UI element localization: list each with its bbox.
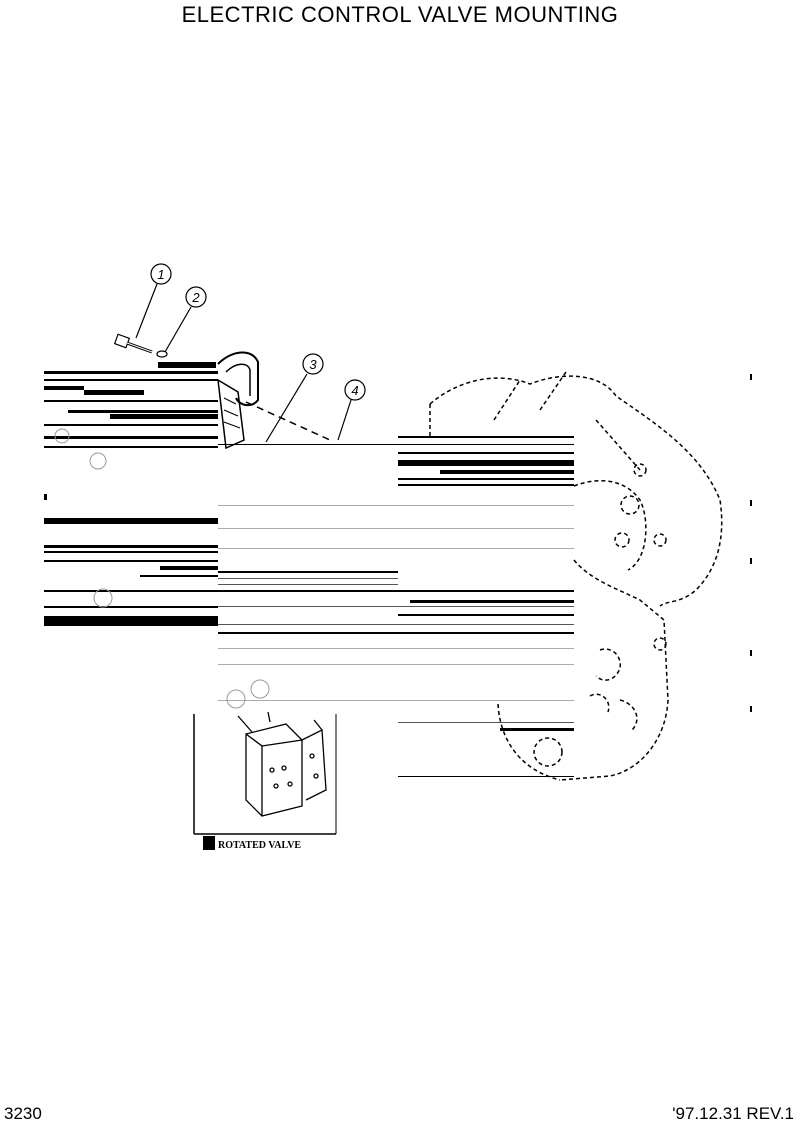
washer-part (156, 350, 168, 358)
rotated-valve-inset: ROTATED VALVE (193, 711, 337, 851)
callout-2-label: 2 (191, 290, 200, 305)
housing-bolt-holes (750, 374, 752, 712)
callout-4-label: 4 (351, 383, 358, 398)
callout-1[interactable]: 1 (135, 263, 172, 339)
transmission-housing (429, 371, 723, 781)
valve-stack-section (44, 371, 218, 626)
manifold-section (218, 436, 574, 709)
callout-1-label: 1 (157, 267, 164, 282)
callout-3-label: 3 (309, 357, 317, 372)
inset-caption: ROTATED VALVE (218, 840, 301, 851)
control-valve-assembly (158, 351, 331, 450)
page-title: ELECTRIC CONTROL VALVE MOUNTING (181, 2, 619, 27)
page-number: 3230 (4, 1104, 42, 1123)
lower-lines (398, 722, 574, 777)
revision-date: '97.12.31 REV.1 (672, 1104, 794, 1123)
callout-4[interactable]: 4 (337, 379, 366, 441)
bolt-part (113, 333, 153, 354)
callout-3[interactable]: 3 (265, 353, 324, 443)
callout-2[interactable]: 2 (164, 286, 207, 353)
